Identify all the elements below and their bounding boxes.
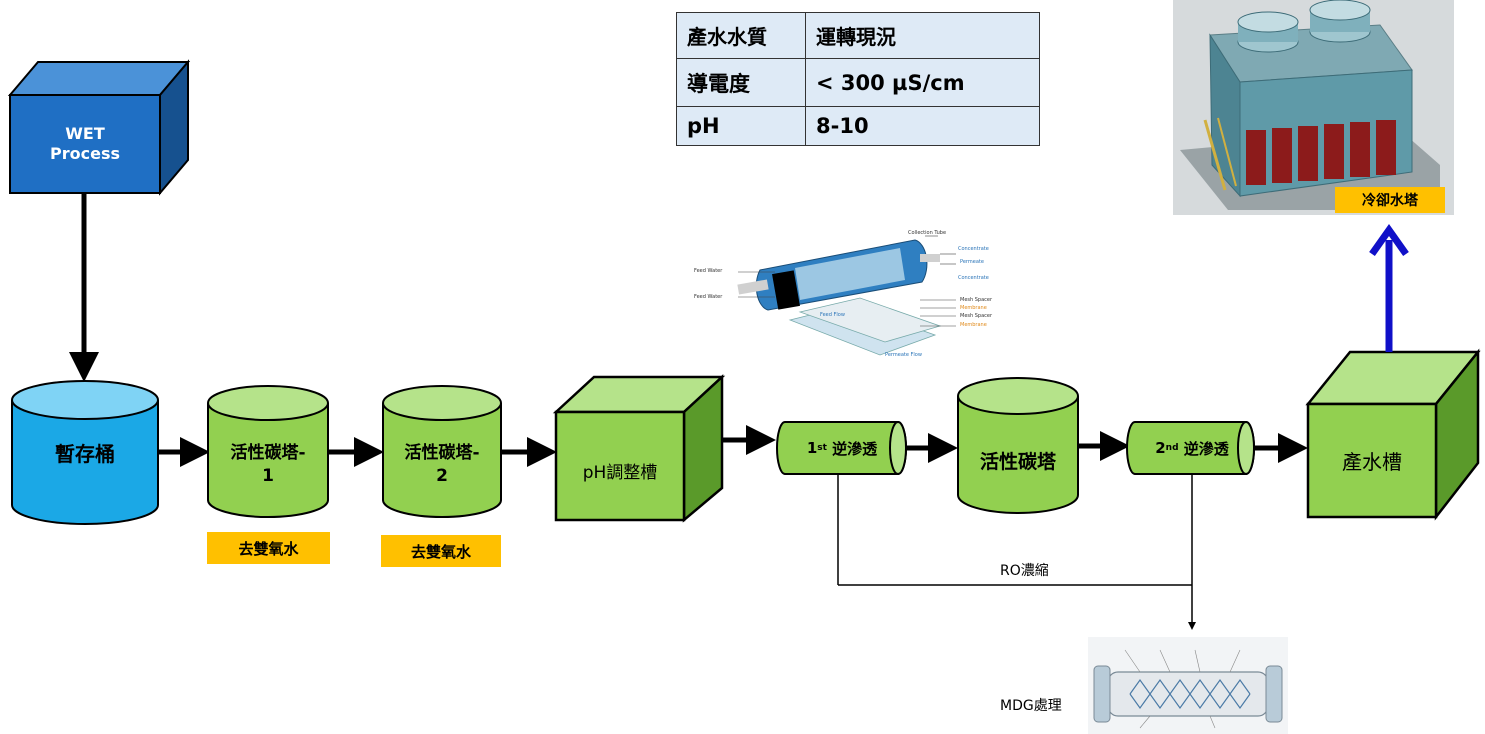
ro1-text: 逆滲透: [832, 439, 878, 458]
wet-process-box: [7, 59, 191, 196]
carbon2-label: 活性碳塔- 2: [383, 440, 501, 490]
cooling-tower-tag: 冷卻水塔: [1335, 187, 1445, 213]
ro-label-permeate: Permeate: [960, 259, 984, 265]
carbon1-label: 活性碳塔- 1: [208, 440, 328, 490]
h2o2-removal-tag-2: 去雙氧水: [381, 535, 501, 567]
carbon2-line2: 2: [436, 466, 448, 486]
carbon1-line2: 1: [262, 466, 274, 486]
water-quality-table: 產水水質 運轉現況 導電度 < 300 µS/cm pH 8-10: [676, 11, 1040, 146]
carbon2-line1: 活性碳塔-: [404, 443, 480, 463]
storage-label: 暫存桶: [55, 441, 115, 466]
ro2-sup: nd: [1165, 443, 1179, 453]
mdg-diagram: [1088, 637, 1288, 734]
carbon1-line1: 活性碳塔-: [230, 443, 306, 463]
product-tank-label: 產水槽: [1342, 449, 1402, 474]
ro1-num: 1: [806, 439, 818, 457]
table-header-cell: 運轉現況: [805, 11, 1040, 60]
wet-line2: Process: [50, 144, 120, 163]
carbon-tower-3: [957, 377, 1079, 514]
ro-label-permeate-flow: Permeate Flow: [885, 352, 922, 358]
wet-process-label: WET Process: [10, 95, 160, 193]
ro-label-membrane-1: Membrane: [960, 305, 987, 311]
ro-concentrate-note: RO濃縮: [1000, 563, 1049, 579]
cooling-tower-image: [1173, 0, 1454, 215]
storage-tank: [11, 380, 159, 525]
ro2-text: 逆滲透: [1183, 439, 1229, 458]
ro-label-feed-water-1: Feed Water: [694, 268, 723, 274]
table-header-cell: 產水水質: [676, 11, 806, 60]
table-cell: pH: [676, 106, 806, 146]
ro-label-feed-water-2: Feed Water: [694, 294, 723, 300]
ro-label-mesh-spacer-2: Mesh Spacer: [960, 313, 993, 319]
mdg-note: MDG處理: [1000, 698, 1062, 714]
table-cell: 8-10: [805, 106, 1040, 146]
h2o2-removal-tag-1: 去雙氧水: [207, 532, 330, 564]
ro2-num: 2: [1155, 439, 1166, 457]
ro-membrane-diagram: [737, 235, 956, 356]
carbon-tower-2: [382, 385, 502, 518]
table-cell: < 300 µS/cm: [805, 58, 1040, 108]
ro1-sup: st: [817, 443, 827, 453]
ro-label-membrane-2: Membrane: [960, 322, 987, 328]
ro-label-concentrate2: Concentrate: [958, 275, 989, 281]
ro-label-collection-tube: Collection Tube: [908, 230, 947, 236]
wet-line1: WET: [65, 124, 105, 143]
carbon3-label: 活性碳塔: [979, 450, 1056, 473]
ph-tank-label: pH調整槽: [582, 462, 658, 483]
ro-concentrate-lines: [837, 474, 1196, 630]
ro-membrane-1: [776, 421, 907, 475]
ro-membrane-2: [1126, 421, 1255, 475]
table-row: 導電度 < 300 µS/cm: [676, 58, 1040, 108]
table-header-row: 產水水質 運轉現況: [676, 11, 1040, 60]
table-cell: 導電度: [676, 58, 806, 108]
carbon-tower-1: [207, 385, 329, 518]
arrow-to-cooling-tower: [1369, 223, 1409, 352]
ro-label-concentrate: Concentrate: [958, 246, 989, 252]
ro-label-mesh-spacer-1: Mesh Spacer: [960, 297, 993, 303]
ph-adjust-tank: [552, 374, 726, 523]
table-row: pH 8-10: [676, 106, 1040, 146]
ro-label-feed-flow: Feed Flow: [820, 312, 845, 318]
product-water-tank: [1305, 348, 1481, 521]
